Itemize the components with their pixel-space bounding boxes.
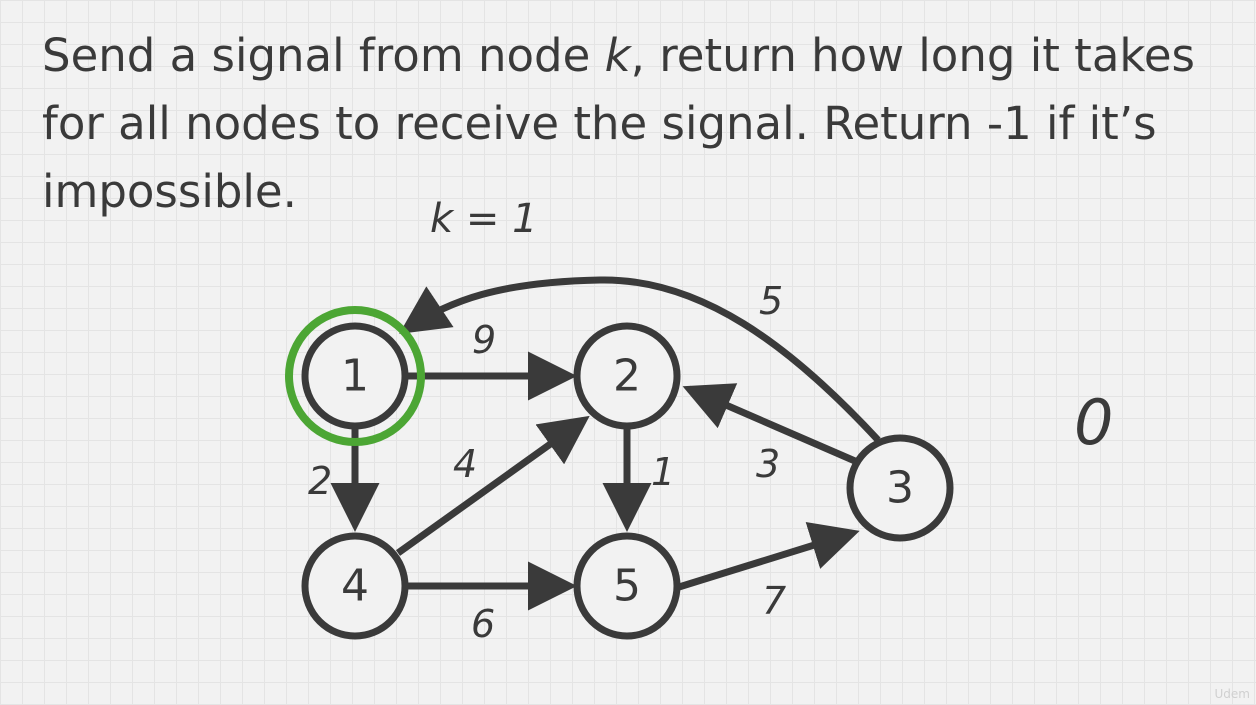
prompt-k-variable: k [604,29,631,82]
weight-1-to-2: 9 [472,318,496,362]
node-5: 5 [573,532,681,640]
k-label: k = 1 [430,196,538,242]
prompt-text-start: Send a signal from node [42,29,605,82]
weight-1-to-4: 2 [308,459,332,503]
edge-4-to-2 [395,415,590,556]
node-4: 4 [301,532,409,640]
weight-2-to-5: 1 [651,450,675,494]
node-circle [846,434,954,542]
weight-4-to-2: 4 [453,442,477,486]
node-circle [573,322,681,430]
start-node-highlight-ring [285,306,425,446]
node-circle [301,322,409,430]
weight-4-to-5: 6 [471,602,495,646]
edge-3-to-1 [399,276,881,443]
weight-3-to-2: 3 [756,442,780,486]
problem-statement: Send a signal from node k, return how lo… [42,22,1222,226]
node-circle [301,532,409,640]
watermark-logo: Udem [1214,687,1250,701]
edge-5-to-3 [677,522,860,591]
node-label: 3 [886,463,914,514]
node-label: 5 [613,561,641,612]
weight-5-to-3: 7 [762,579,786,623]
node-2: 2 [573,322,681,430]
node-1: 1 [301,322,409,430]
weight-3-to-1: 5 [759,279,783,323]
node-label: 4 [341,561,369,612]
edge-weights: 9 2 4 6 1 7 3 5 [308,279,786,646]
answer-value: 0 [1074,386,1113,459]
edges [330,276,881,611]
prompt-text-rest: , return how long it takes for all nodes… [42,29,1195,218]
node-3: 3 [846,434,954,542]
node-label: 1 [341,351,369,402]
node-label: 2 [613,351,641,402]
edge-3-to-2 [682,383,857,465]
node-circle [573,532,681,640]
